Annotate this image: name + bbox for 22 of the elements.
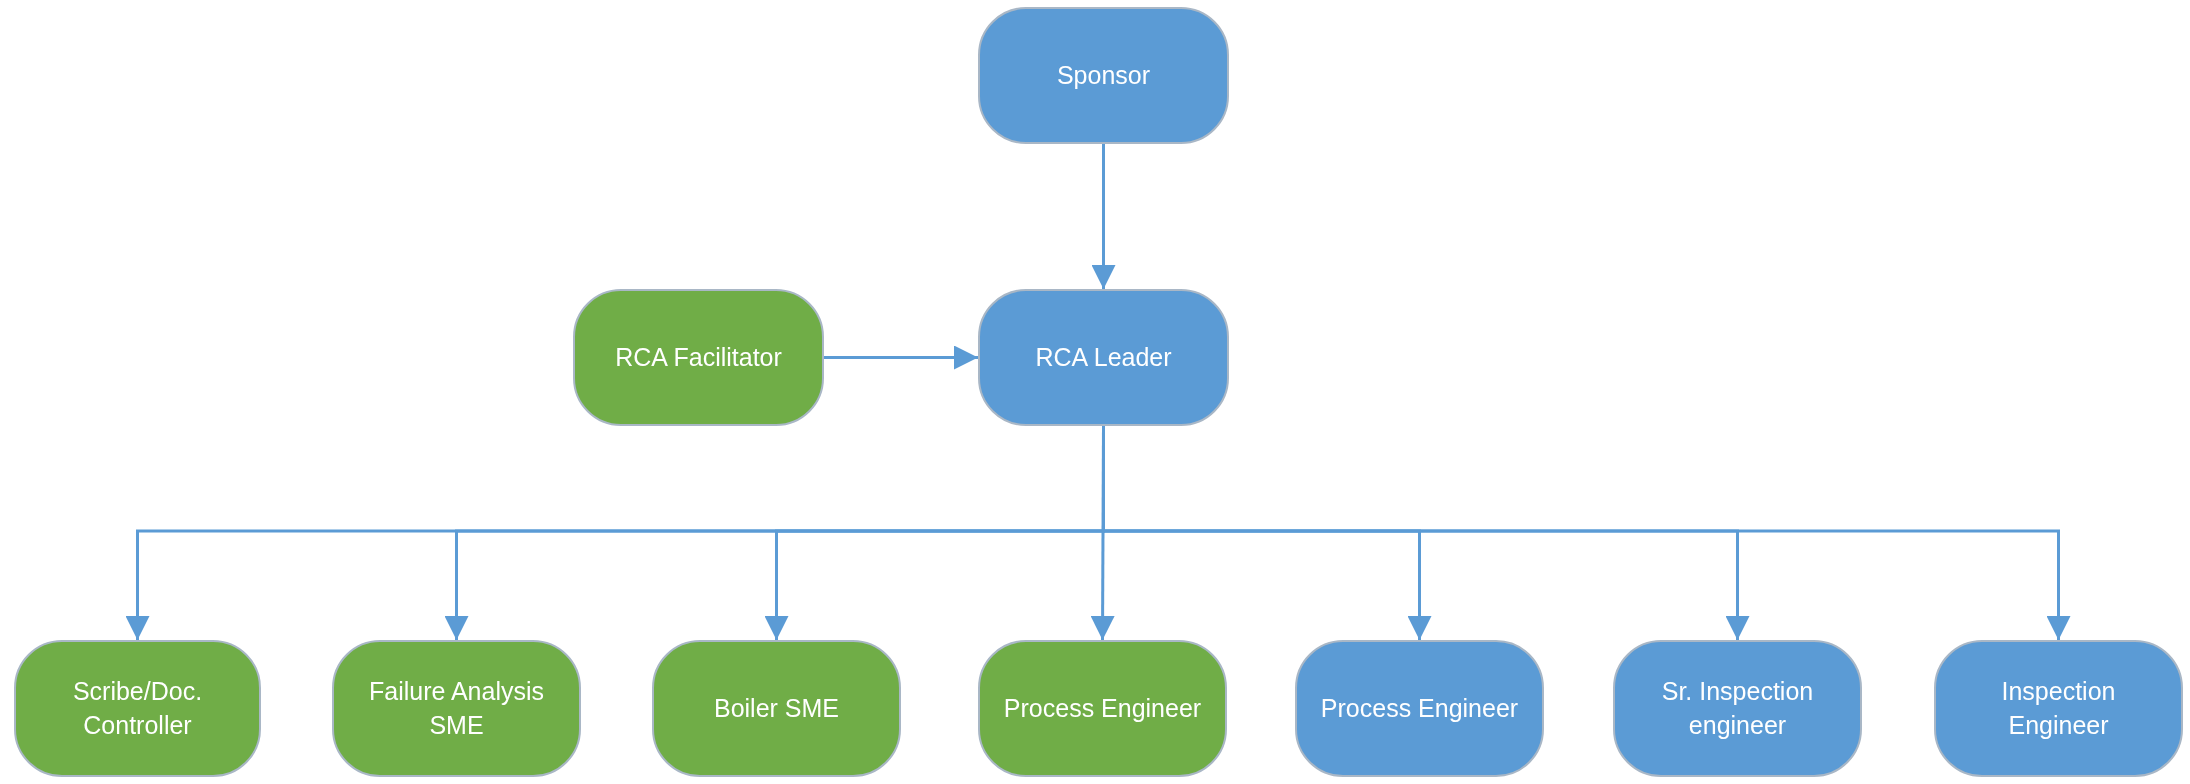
role-label: RCA Leader [1035,341,1172,373]
role-label: Scribe/Doc. Controller [71,675,204,741]
rounded-role-box [978,7,1229,144]
connector-arrow [1091,144,1116,289]
rounded-role-box [652,640,901,777]
rounded-role-box [978,289,1229,426]
role-label: Process Engineer [1003,692,1202,724]
role-label: Failure Analysis SME [367,675,546,741]
role-label: RCA Facilitator [615,341,782,373]
role-label: Sponsor [1056,59,1151,91]
rounded-role-box [978,640,1227,777]
rounded-role-box [14,640,261,777]
role-label: Inspection Engineer [2000,675,2117,741]
rounded-role-box [573,289,824,426]
rounded-role-box [1934,640,2183,777]
role-label: Process Engineer [1320,692,1519,724]
role-label: Boiler SME [713,692,839,724]
rounded-role-box [1613,640,1862,777]
role-label: Sr. Inspection engineer [1660,675,1815,741]
rounded-role-box [1295,640,1544,777]
connector-arrow [824,345,978,370]
rounded-role-box [332,640,581,777]
